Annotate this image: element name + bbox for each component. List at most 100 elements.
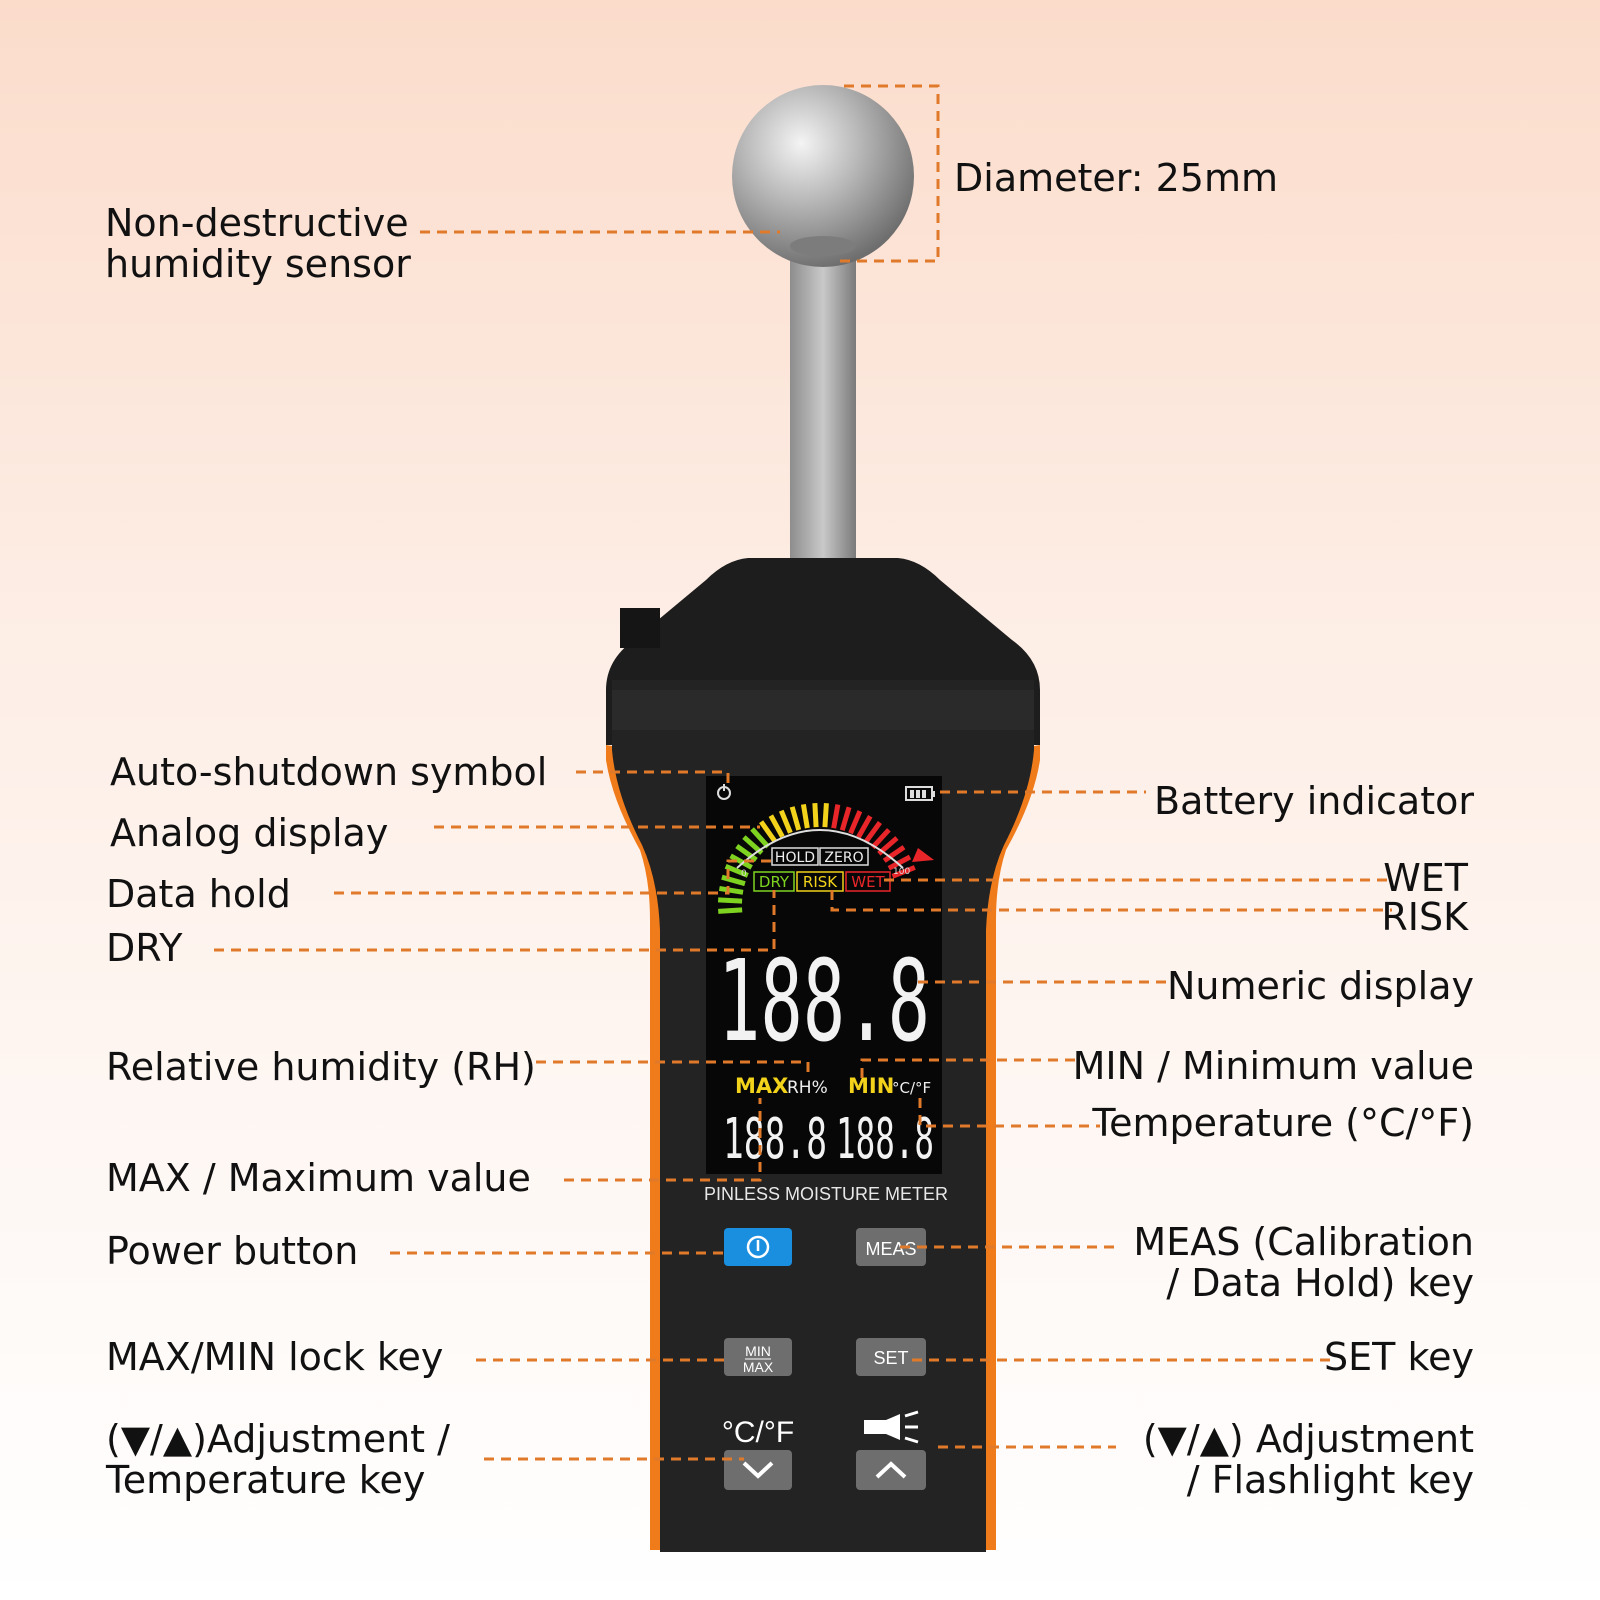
analog-display-label: Analog display bbox=[110, 811, 389, 855]
wet-indicator: WET bbox=[851, 873, 885, 891]
maxmin-lock-button[interactable]: MIN MAX bbox=[724, 1338, 792, 1376]
rh-unit: RH% bbox=[787, 1078, 828, 1098]
analog-tick bbox=[729, 853, 753, 870]
analog-tick bbox=[759, 820, 777, 843]
analog-tick bbox=[718, 885, 744, 895]
meas-key-label-line1: MEAS (Calibration bbox=[1133, 1220, 1474, 1264]
zero-indicator-box bbox=[819, 847, 869, 866]
analog-tick bbox=[800, 803, 810, 829]
auto-shutdown-label: Auto-shutdown symbol bbox=[110, 750, 548, 794]
meas-button[interactable]: MEAS bbox=[856, 1228, 926, 1266]
hold-indicator: HOLD bbox=[775, 850, 815, 866]
analog-scale-line bbox=[736, 829, 904, 869]
chevron-up-icon bbox=[875, 1461, 907, 1479]
main-reading: 188.8 bbox=[718, 937, 930, 1067]
max-indicator: MAX bbox=[735, 1074, 788, 1098]
analog-tick bbox=[887, 854, 912, 871]
auto-shutdown-icon bbox=[717, 784, 731, 800]
analog-tick bbox=[891, 865, 916, 879]
max-value-label: MAX / Maximum value bbox=[106, 1156, 531, 1200]
risk-indicator-box bbox=[796, 871, 844, 892]
maxmin-min-label: MIN bbox=[745, 1343, 771, 1359]
meas-key-label: MEAS (Calibration / Data Hold) key bbox=[1133, 1222, 1474, 1304]
flashlight-key-label-line1: (▼/▲) Adjustment bbox=[1142, 1417, 1474, 1461]
analog-tick bbox=[848, 810, 863, 835]
analog-tick bbox=[789, 806, 802, 831]
dry-indicator: DRY bbox=[759, 873, 790, 891]
analog-tick bbox=[812, 803, 819, 828]
min-indicator: MIN bbox=[848, 1074, 894, 1098]
relative-humidity-label: Relative humidity (RH) bbox=[106, 1045, 536, 1089]
zero-indicator: ZERO bbox=[824, 850, 863, 866]
meas-button-label: MEAS bbox=[865, 1239, 916, 1259]
numeric-display-label: Numeric display bbox=[1167, 964, 1474, 1008]
device-model-label: PINLESS MOISTURE METER bbox=[704, 1184, 948, 1204]
analog-tick bbox=[863, 821, 882, 844]
analog-tick bbox=[750, 827, 770, 849]
analog-tick bbox=[870, 828, 891, 850]
temperature-key-legend: °C/°F bbox=[722, 1416, 794, 1449]
leader-temperature bbox=[918, 1098, 1100, 1128]
maxmin-max-label: MAX bbox=[743, 1359, 774, 1375]
sensor-label-line2: humidity sensor bbox=[105, 242, 411, 286]
power-button[interactable] bbox=[724, 1228, 792, 1266]
analog-tick bbox=[735, 844, 758, 862]
side-clip bbox=[620, 608, 660, 648]
analog-tick bbox=[839, 806, 852, 831]
sensor-label: Non-destructive humidity sensor bbox=[105, 203, 411, 285]
sub-reading-right: 188.8 bbox=[836, 1107, 934, 1172]
data-hold-label: Data hold bbox=[106, 872, 291, 916]
flashlight-icon bbox=[864, 1410, 919, 1444]
set-button[interactable]: SET bbox=[856, 1338, 926, 1376]
meas-key-label-line2: / Data Hold) key bbox=[1166, 1261, 1474, 1305]
leader-dry bbox=[214, 890, 776, 952]
scale-min-label: 0 bbox=[741, 869, 747, 879]
analog-tick bbox=[822, 803, 829, 828]
min-value-label: MIN / Minimum value bbox=[1072, 1044, 1474, 1088]
leader-max bbox=[564, 1098, 762, 1182]
dry-label: DRY bbox=[106, 926, 183, 970]
flashlight-key-label-line2: / Flashlight key bbox=[1186, 1458, 1474, 1502]
temp-unit: °C/°F bbox=[892, 1079, 931, 1097]
analog-tick bbox=[768, 814, 785, 838]
hold-indicator-box bbox=[771, 847, 819, 866]
analog-tick bbox=[724, 863, 749, 878]
analog-tick bbox=[882, 845, 906, 863]
analog-tick bbox=[831, 804, 841, 829]
scale-max-label: 100 bbox=[893, 867, 910, 877]
sensor-rod bbox=[790, 240, 856, 570]
sensor-ball-base bbox=[790, 236, 856, 256]
analog-tick bbox=[778, 809, 793, 834]
risk-label: RISK bbox=[1381, 895, 1468, 939]
leader-min bbox=[860, 1058, 1076, 1078]
analog-arc bbox=[718, 803, 916, 914]
lcd-screen bbox=[706, 776, 942, 1174]
sensor-ball bbox=[732, 85, 914, 267]
temperature-key-label-line1: (▼/▲)Adjustment / bbox=[106, 1417, 450, 1461]
chevron-down-icon bbox=[742, 1461, 774, 1479]
analog-tick bbox=[718, 907, 743, 914]
temperature-label: Temperature (°C/°F) bbox=[1092, 1101, 1474, 1145]
temperature-key-label: (▼/▲)Adjustment / Temperature key bbox=[106, 1419, 450, 1501]
leader-auto-shutdown bbox=[576, 770, 730, 784]
leader-diameter bbox=[840, 84, 940, 263]
device-band bbox=[612, 690, 1034, 730]
analog-tick bbox=[721, 874, 746, 887]
leader-rh bbox=[536, 1060, 810, 1078]
battery-label: Battery indicator bbox=[1154, 779, 1474, 823]
set-button-label: SET bbox=[873, 1348, 908, 1368]
diameter-label: Diameter: 25mm bbox=[954, 156, 1279, 200]
analog-arrow-icon bbox=[912, 848, 934, 862]
power-icon bbox=[746, 1235, 770, 1259]
sensor-label-line1: Non-destructive bbox=[105, 201, 409, 245]
leader-risk bbox=[830, 890, 1392, 912]
set-key-label: SET key bbox=[1324, 1335, 1474, 1379]
risk-indicator: RISK bbox=[803, 873, 838, 891]
up-flashlight-button[interactable] bbox=[856, 1450, 926, 1490]
analog-tick bbox=[718, 897, 743, 904]
wet-label: WET bbox=[1383, 856, 1468, 900]
